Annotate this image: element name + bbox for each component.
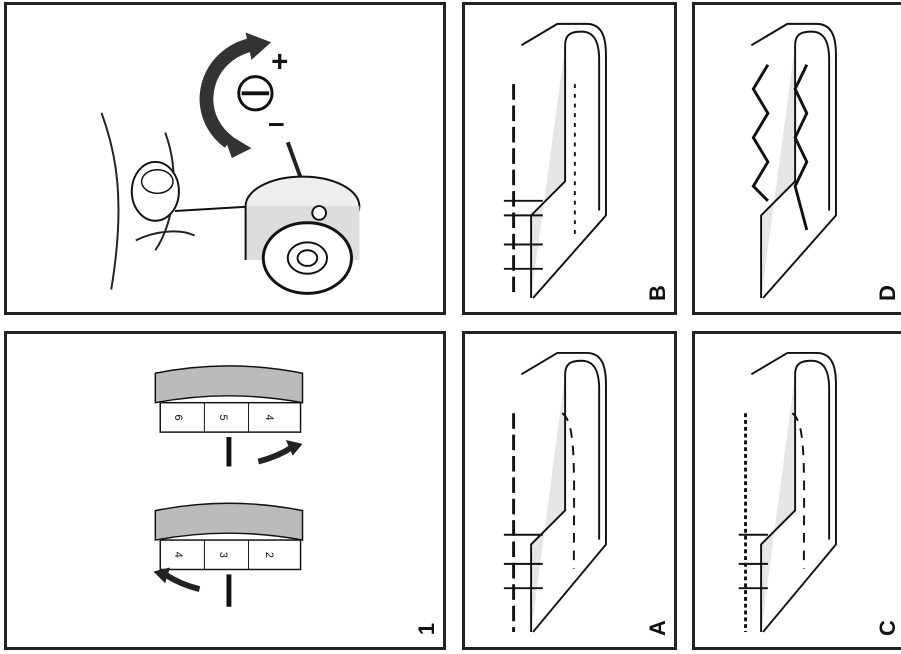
minus-sign: – bbox=[268, 107, 284, 140]
stitch-panel-d: D bbox=[692, 2, 901, 315]
panel-letter-a: A bbox=[644, 620, 670, 636]
upper-dial-number-1: 6 bbox=[172, 414, 184, 420]
lower-dial-number-2: 3 bbox=[217, 552, 229, 558]
upper-dial-number-2: 5 bbox=[217, 414, 229, 420]
dial-illustration: 6 5 4 4 3 2 bbox=[153, 365, 304, 607]
plus-sign: + bbox=[271, 46, 288, 79]
bobbin-tension-illustration: + – bbox=[100, 32, 361, 295]
lower-dial-number-1: 4 bbox=[172, 552, 184, 558]
lower-dial-number-3: 2 bbox=[263, 552, 275, 558]
stitch-illustration-d bbox=[750, 22, 837, 299]
stitch-illustration-c bbox=[738, 351, 837, 633]
stitch-illustration-b bbox=[503, 22, 607, 299]
stitch-illustration-a bbox=[503, 351, 607, 633]
panel-letter-c: C bbox=[874, 620, 900, 636]
upper-dial-number-3: 4 bbox=[263, 414, 275, 420]
stitch-length-dial-panel: 6 5 4 4 3 2 1 bbox=[4, 331, 446, 650]
stitch-panel-a: A bbox=[462, 331, 677, 650]
bobbin-tension-panel: + – bbox=[4, 2, 446, 315]
panel-letter-b: B bbox=[644, 285, 670, 301]
panel-letter-d: D bbox=[874, 285, 900, 301]
stitch-panel-b: B bbox=[462, 2, 677, 315]
figure-number: 1 bbox=[414, 622, 440, 636]
stitch-panel-c: C bbox=[692, 331, 901, 650]
